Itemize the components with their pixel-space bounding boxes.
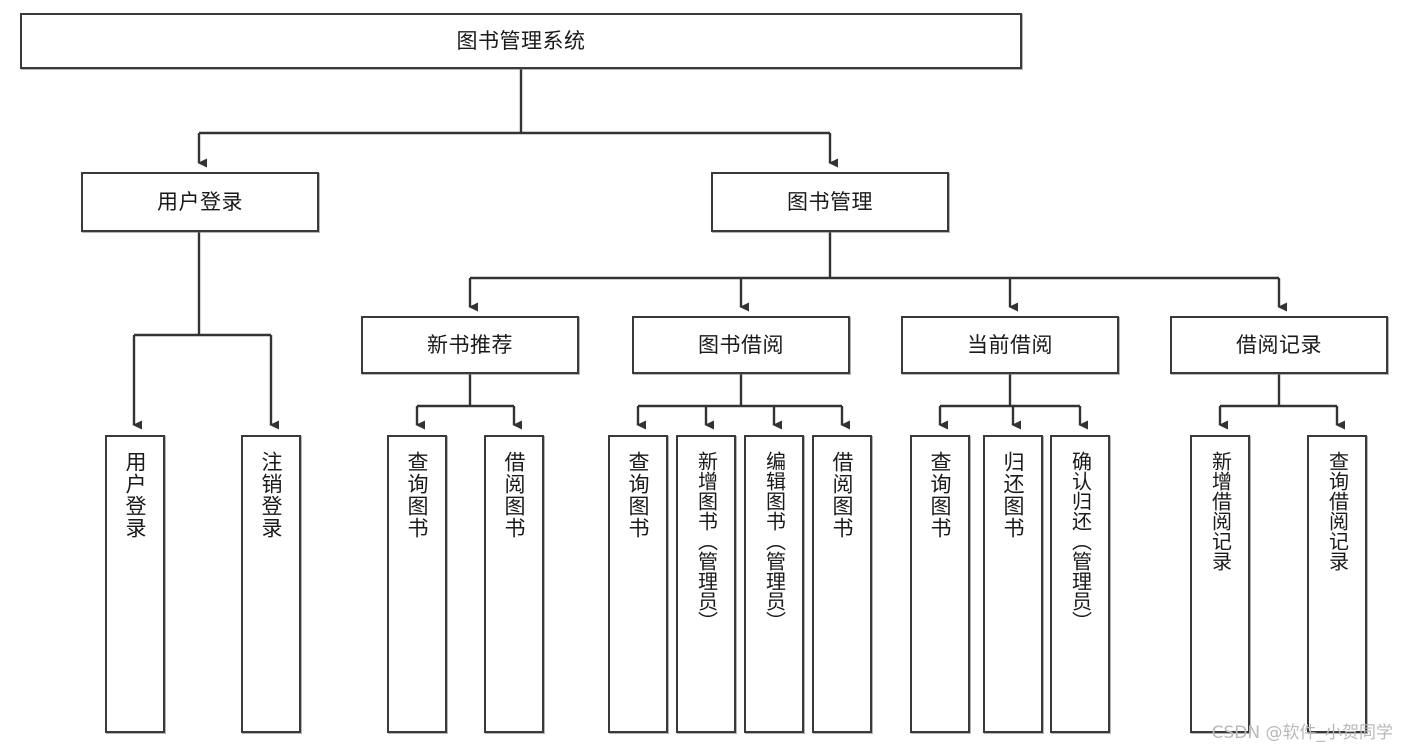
node-borrow-record-label: 借阅记录 xyxy=(1236,332,1322,357)
node-user-login-label: 用户登录 xyxy=(157,189,243,214)
node-borrow-record[interactable]: 借阅记录 xyxy=(1170,316,1388,374)
node-leaf-logout[interactable]: 注销登录 xyxy=(241,435,301,733)
node-book-borrow-label: 图书借阅 xyxy=(698,332,784,357)
node-root[interactable]: 图书管理系统 xyxy=(20,13,1022,69)
node-current-borrow[interactable]: 当前借阅 xyxy=(901,316,1119,374)
node-leaf-confirm-return-label: 确认归还（管理员） xyxy=(1068,451,1093,631)
node-book-manage[interactable]: 图书管理 xyxy=(711,172,949,232)
node-leaf-add-book[interactable]: 新增图书（管理员） xyxy=(676,435,736,733)
node-leaf-borrow-book-1[interactable]: 借阅图书 xyxy=(484,435,544,733)
node-leaf-confirm-return[interactable]: 确认归还（管理员） xyxy=(1050,435,1110,733)
node-leaf-query-book-3[interactable]: 查询图书 xyxy=(910,435,970,733)
node-leaf-borrow-book-2-label: 借阅图书 xyxy=(830,451,855,539)
node-leaf-return-book[interactable]: 归还图书 xyxy=(983,435,1043,733)
node-leaf-query-record-label: 查询借阅记录 xyxy=(1325,451,1350,571)
watermark-text: CSDN @软件_小贺同学 xyxy=(1211,723,1393,743)
node-leaf-add-record[interactable]: 新增借阅记录 xyxy=(1190,435,1250,733)
node-leaf-borrow-book-2[interactable]: 借阅图书 xyxy=(812,435,872,733)
node-current-borrow-label: 当前借阅 xyxy=(967,332,1053,357)
node-leaf-query-book-2[interactable]: 查询图书 xyxy=(608,435,668,733)
node-leaf-logout-label: 注销登录 xyxy=(259,451,284,539)
node-book-manage-label: 图书管理 xyxy=(787,189,873,214)
node-leaf-query-book-1[interactable]: 查询图书 xyxy=(387,435,447,733)
node-leaf-query-book-2-label: 查询图书 xyxy=(626,451,651,539)
node-book-borrow[interactable]: 图书借阅 xyxy=(632,316,850,374)
node-root-label: 图书管理系统 xyxy=(456,28,586,53)
node-leaf-query-book-3-label: 查询图书 xyxy=(928,451,953,539)
node-user-login[interactable]: 用户登录 xyxy=(81,172,319,232)
node-leaf-return-book-label: 归还图书 xyxy=(1001,451,1026,539)
node-leaf-query-record[interactable]: 查询借阅记录 xyxy=(1307,435,1367,733)
node-leaf-user-login-label: 用户登录 xyxy=(123,451,148,539)
node-leaf-add-record-label: 新增借阅记录 xyxy=(1208,451,1233,571)
node-leaf-edit-book[interactable]: 编辑图书（管理员） xyxy=(744,435,804,733)
node-new-book-recommend[interactable]: 新书推荐 xyxy=(361,316,579,374)
node-new-book-recommend-label: 新书推荐 xyxy=(427,332,513,357)
node-leaf-user-login[interactable]: 用户登录 xyxy=(105,435,165,733)
node-leaf-query-book-1-label: 查询图书 xyxy=(405,451,430,539)
node-leaf-borrow-book-1-label: 借阅图书 xyxy=(502,451,527,539)
node-leaf-add-book-label: 新增图书（管理员） xyxy=(694,451,719,631)
node-leaf-edit-book-label: 编辑图书（管理员） xyxy=(762,451,787,631)
